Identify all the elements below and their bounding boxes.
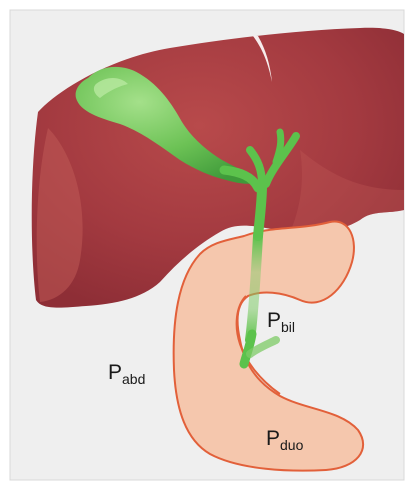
label-abdominal-pressure-main: P xyxy=(108,361,122,384)
label-biliary-pressure-sub: bil xyxy=(281,319,295,335)
label-abdominal-pressure-sub: abd xyxy=(122,371,145,387)
label-duodenal-pressure: Pduo xyxy=(266,428,303,449)
label-duodenal-pressure-sub: duo xyxy=(280,437,303,453)
label-abdominal-pressure: Pabd xyxy=(108,362,145,383)
label-biliary-pressure-main: P xyxy=(267,309,281,332)
label-biliary-pressure: Pbil xyxy=(267,310,295,331)
common-bile-duct xyxy=(258,186,262,236)
label-duodenal-pressure-main: P xyxy=(266,427,280,450)
